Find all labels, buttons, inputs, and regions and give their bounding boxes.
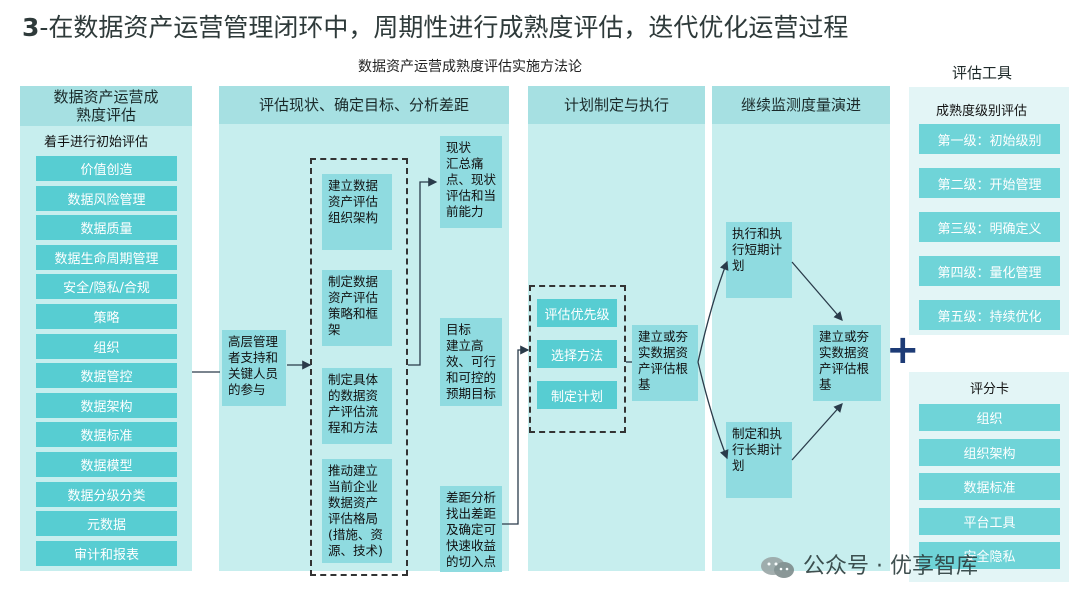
monitor-result-box: 建立或夯实数据资产评估根基: [813, 325, 881, 401]
org-action-box-2: 制定数据资产评估策略和框架: [322, 270, 392, 346]
scorecard-item: 组织架构: [919, 438, 1060, 466]
dimension-item: 策略: [36, 304, 177, 329]
org-action-box-1: 建立数据资产评估组织架构: [322, 174, 392, 250]
initial-assessment-label: 着手进行初始评估: [44, 135, 149, 150]
long-term-plan-box: 制定和执行长期计划: [726, 422, 792, 498]
dimension-item: 数据质量: [36, 215, 177, 241]
maturity-level-item: 第三级：明确定义: [919, 212, 1060, 242]
wechat-icon: [760, 555, 796, 579]
plan-item-priority: 评估优先级: [537, 299, 617, 327]
diagram-subtitle: 数据资产运营成熟度评估实施方法论: [358, 59, 582, 75]
tools-heading: 评估工具: [952, 64, 1013, 82]
maturity-level-item: 第一级：初始级别: [919, 124, 1060, 154]
dimension-item: 数据风险管理: [36, 185, 177, 211]
watermark-text: 公众号 · 优享智库: [803, 554, 978, 579]
dimension-item: 数据生命周期管理: [36, 244, 177, 270]
page-title: 3-在数据资产运营管理闭环中，周期性进行成熟度评估，迭代优化运营过程: [22, 8, 848, 44]
dimension-item: 价值创造: [36, 156, 177, 181]
dimension-item: 数据管控: [36, 363, 177, 389]
watermark: 公众号 · 优享智库: [760, 548, 978, 580]
scorecard-item: 组织: [919, 404, 1060, 431]
dimension-item: 数据模型: [36, 452, 177, 477]
plan-result-box: 建立或夯实数据资产评估根基: [632, 325, 698, 401]
plan-item-method: 选择方法: [537, 340, 617, 368]
org-action-box-3: 制定具体的数据资产评估流程和方法: [322, 368, 392, 444]
connector-result-to-long: [697, 361, 729, 460]
connector-long-to-monitor: [791, 403, 843, 461]
org-action-box-4: 推动建立当前企业数据资产评估格局(措施、资源、技术): [322, 459, 392, 563]
leadership-support-box: 高层管理者支持和关键人员的参与: [222, 330, 286, 406]
connector-gap-to-plan: [502, 345, 530, 525]
scorecard-item: 安全隐私: [919, 542, 1060, 569]
dimension-item: 元数据: [36, 511, 177, 537]
gap-analysis-box: 差距分析找出差距及确定可快速收益的切入点: [440, 486, 502, 572]
maturity-level-item: 第二级：开始管理: [919, 168, 1060, 198]
dimension-item: 安全/隐私/合规: [36, 274, 177, 300]
dimension-item: 组织: [36, 333, 177, 359]
dimension-item: 数据标准: [36, 422, 177, 448]
column-plan-header: 计划制定与执行: [528, 86, 705, 124]
dimension-item: 审计和报表: [36, 540, 177, 566]
plan-item-schedule: 制定计划: [537, 381, 617, 409]
connector-result-to-short: [697, 260, 729, 363]
dimension-item: 数据架构: [36, 392, 177, 418]
connector-short-to-monitor: [791, 261, 843, 321]
column-monitor-header: 继续监测度量演进: [712, 86, 890, 124]
dimension-item: 数据分级分类: [36, 481, 177, 507]
maturity-panel-title: 成熟度级别评估: [936, 104, 1028, 119]
connector-group-to-current: [408, 177, 438, 366]
current-state-box: 现状 汇总痛点、现状评估和当前能力: [440, 136, 502, 228]
column-initial-header: 数据资产运营成熟度评估: [20, 86, 192, 126]
maturity-level-item: 第四级：量化管理: [919, 256, 1060, 286]
maturity-level-item: 第五级：持续优化: [919, 300, 1060, 330]
scorecard-title: 评分卡: [970, 382, 1010, 397]
scorecard-item: 平台工具: [919, 507, 1060, 535]
plus-icon: +: [886, 327, 920, 373]
plan-dashed-group: [529, 285, 626, 433]
column-assess-header: 评估现状、确定目标、分析差距: [219, 86, 509, 124]
scorecard-item: 数据标准: [919, 473, 1060, 500]
title-number: 3: [22, 13, 40, 42]
target-box: 目标 建立高效、可行和可控的预期目标: [440, 318, 502, 406]
title-text: -在数据资产运营管理闭环中，周期性进行成熟度评估，迭代优化运营过程: [39, 13, 849, 42]
short-term-plan-box: 执行和执行短期计划: [726, 222, 792, 298]
